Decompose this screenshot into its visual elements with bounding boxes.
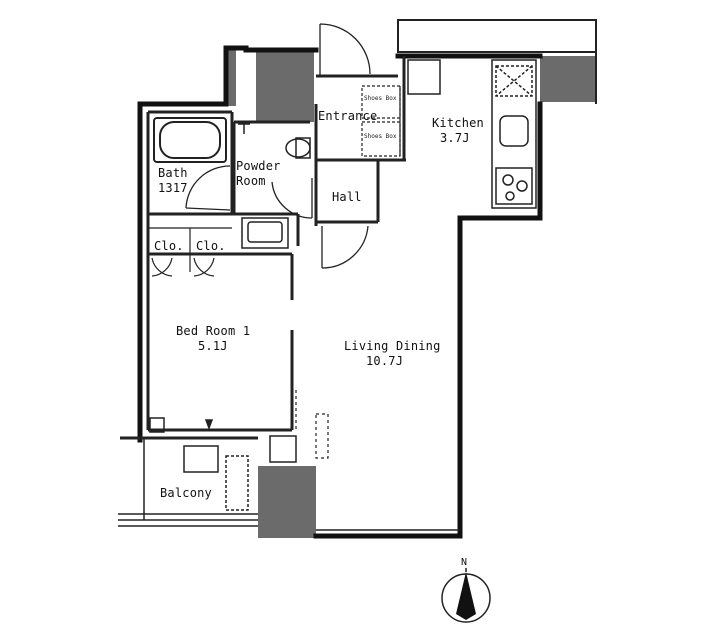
entrance-door-swing [319, 23, 371, 76]
room-label-entrance: Entrance [318, 109, 378, 123]
column-top-right [540, 56, 596, 102]
shoes-box-units [361, 85, 401, 157]
structural-columns [226, 50, 596, 538]
room-label-bath: Bath [158, 166, 188, 180]
bathtub [153, 117, 227, 163]
compass-icon [441, 568, 491, 623]
hall-door-swing [321, 225, 369, 269]
room-label-closet-1: Clo. [154, 239, 184, 253]
bath-door-swing [185, 165, 231, 211]
shoes-box-label-1: Shoes Box [364, 95, 397, 102]
sliding-partition [295, 390, 329, 459]
column-left-stub [226, 50, 236, 106]
room-size-bath: 1317 [158, 181, 188, 195]
powder-door-swing [271, 178, 313, 219]
column-bottom [258, 466, 316, 538]
top-parapet [397, 19, 597, 104]
room-label-hall: Hall [332, 190, 362, 204]
shoes-box-label-2: Shoes Box [364, 133, 397, 140]
interior-walls [146, 56, 406, 432]
room-label-closet-2: Clo. [196, 239, 226, 253]
compass-north-label: N [461, 557, 468, 568]
exterior-walls [137, 45, 543, 539]
room-size-kitchen: 3.7J [440, 131, 470, 145]
kitchen-fixtures [407, 59, 537, 209]
room-size-living-dining: 10.7J [366, 354, 404, 368]
closet-doors [148, 227, 232, 277]
column-top-left [256, 50, 314, 122]
room-label-balcony: Balcony [160, 486, 212, 500]
room-label-living-dining: Living Dining [344, 339, 441, 353]
room-label-kitchen: Kitchen [432, 116, 484, 130]
powder-room-fixtures [238, 123, 311, 249]
room-label-powder-2: Room [236, 174, 266, 188]
room-label-bedroom: Bed Room 1 [176, 324, 251, 338]
room-size-bedroom: 5.1J [198, 339, 228, 353]
balcony-area [118, 417, 460, 531]
room-label-powder-1: Powder [236, 159, 281, 173]
